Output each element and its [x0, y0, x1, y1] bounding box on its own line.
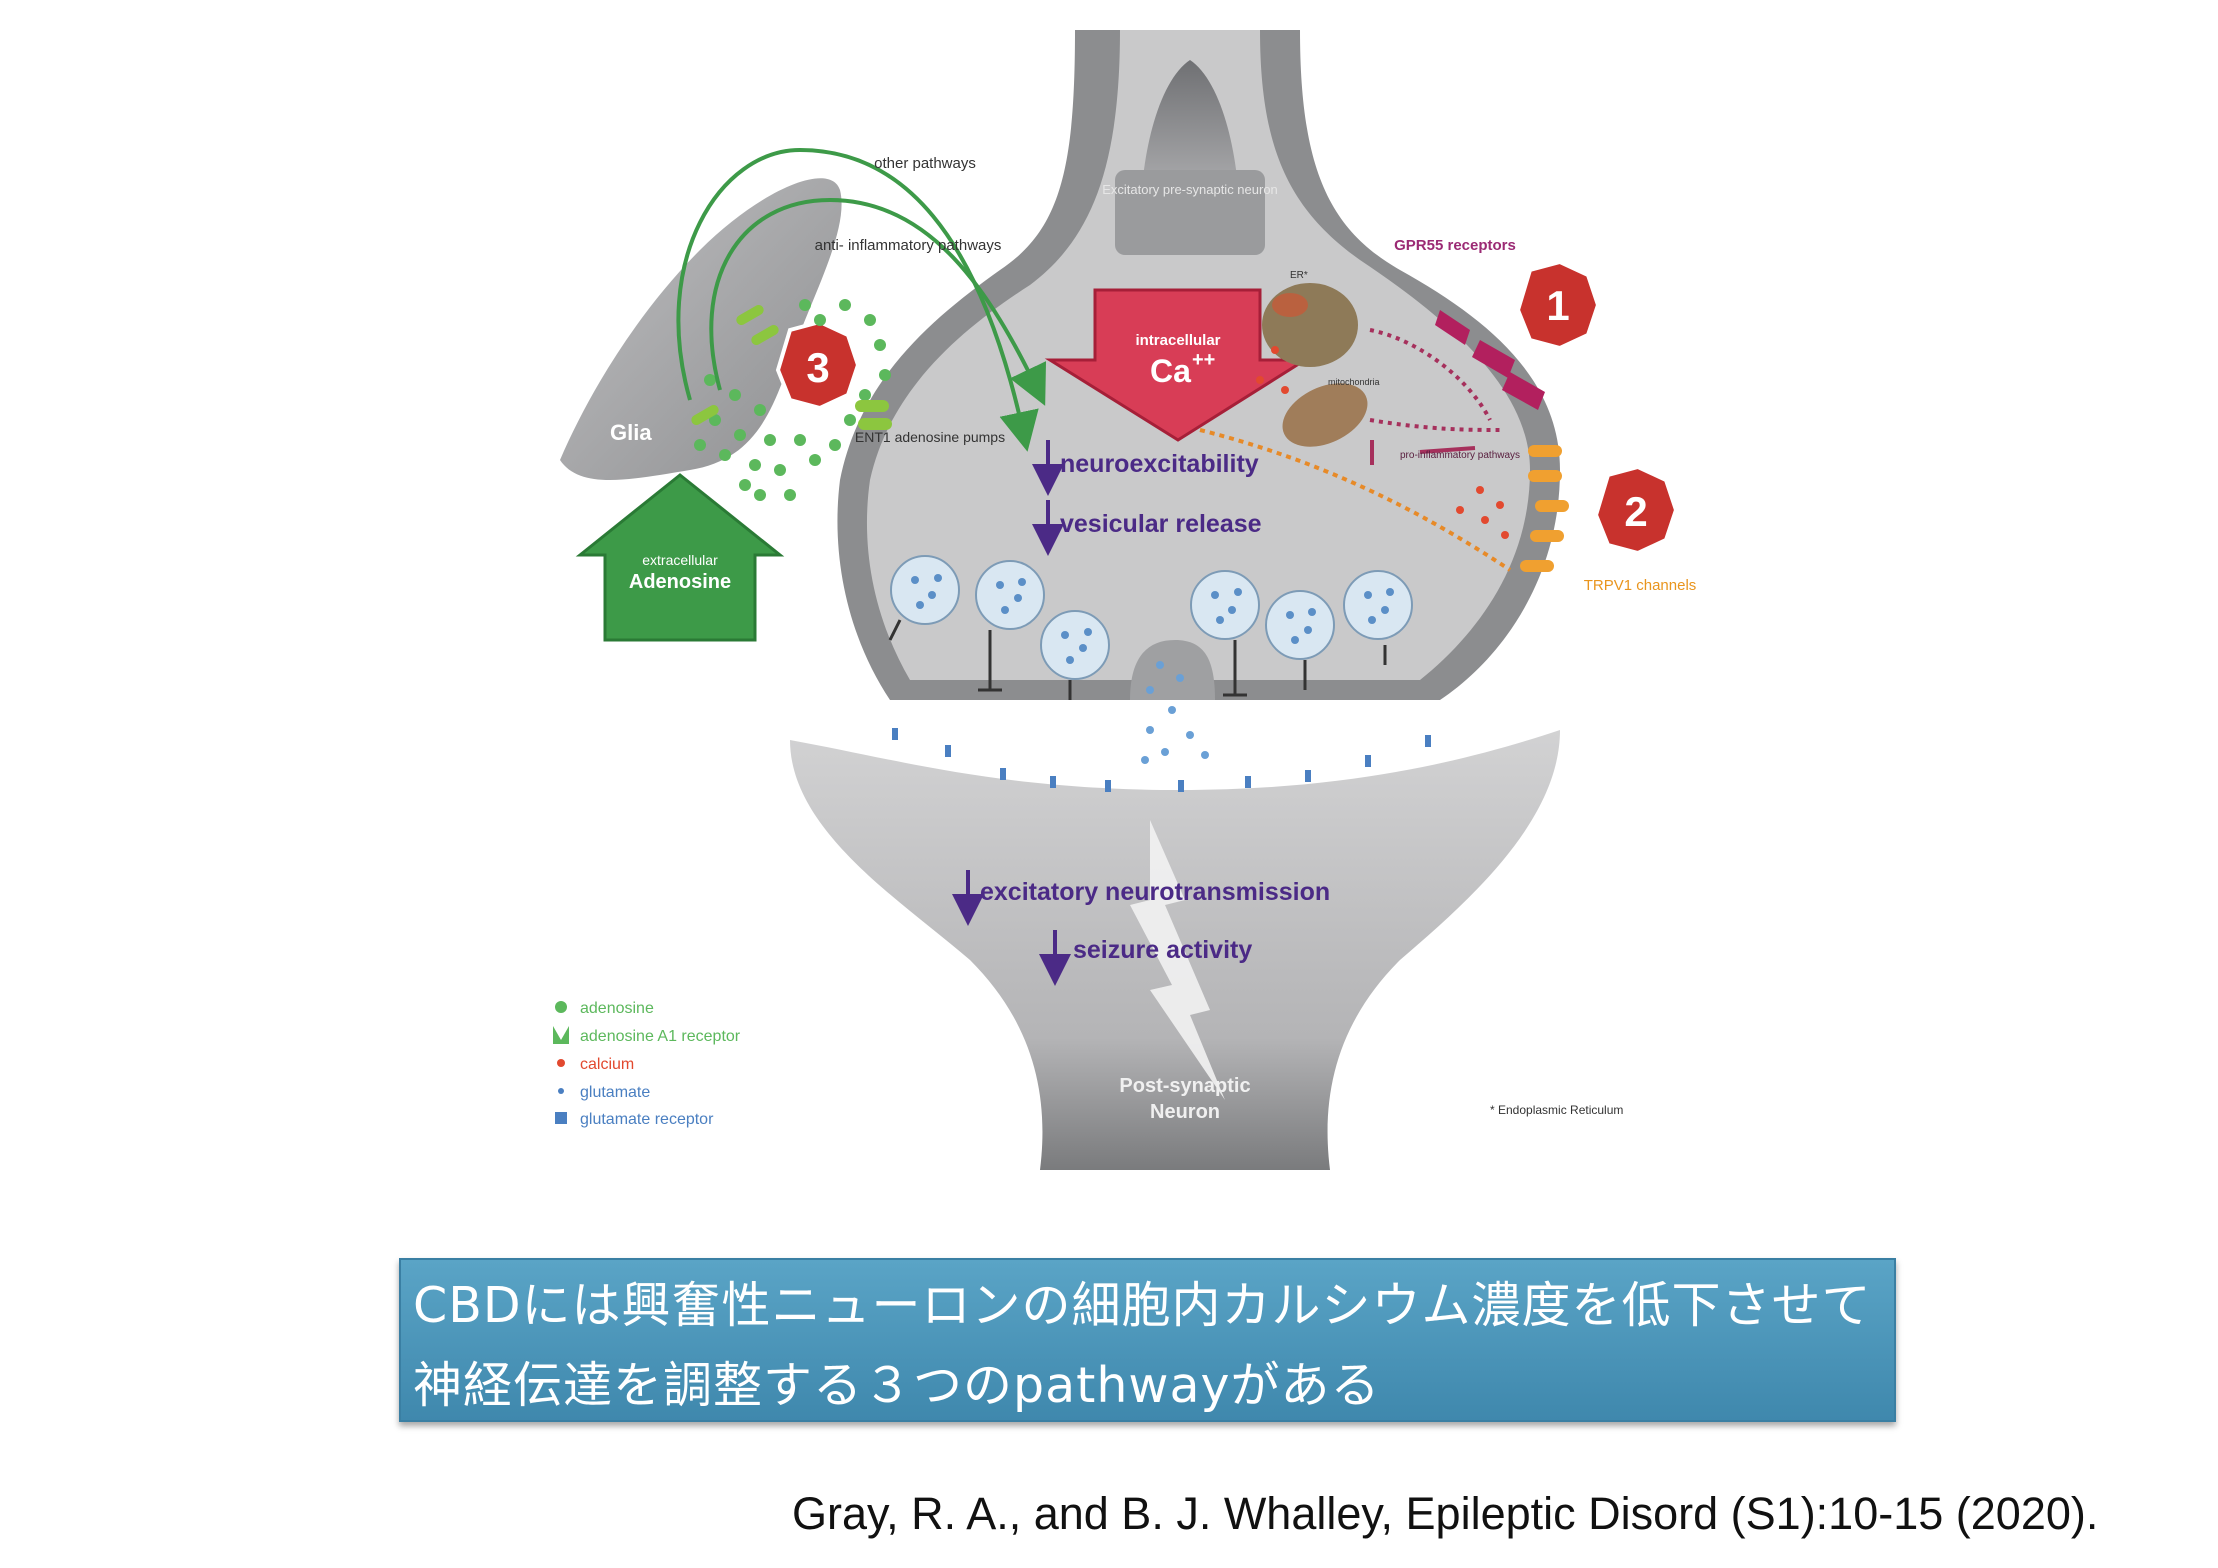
caption-line-2: 神経伝達を調整する３つのpathwayがある: [413, 1357, 1381, 1414]
legend: adenosine adenosine A1 receptor calcium …: [553, 1000, 741, 1128]
pathway-badge-2: 2: [1593, 464, 1679, 556]
synaptic-vesicles: [888, 555, 1413, 700]
release-site: [1130, 640, 1215, 700]
other-pathways-label: other pathways: [874, 155, 976, 172]
legend-a1-receptor-icon: [553, 1026, 569, 1044]
vesicle: [1265, 590, 1335, 690]
vesicle: [975, 560, 1045, 692]
gpr55-label: GPR55 receptors: [1394, 237, 1516, 254]
mitochondria-label: mitochondria: [1328, 377, 1380, 387]
pathway-badge-1: 1: [1515, 259, 1601, 351]
legend-glutamate-icon: [558, 1088, 564, 1094]
pathway-badge-3: 3: [775, 319, 861, 411]
adenosine-arrow-label: Adenosine: [629, 571, 731, 593]
citation: Gray, R. A., and B. J. Whalley, Epilepti…: [792, 1488, 2099, 1539]
glia-label: Glia: [610, 420, 652, 445]
proinflammatory-label: pro-inflammatory pathways: [1400, 450, 1520, 461]
badge-2-label: 2: [1624, 488, 1647, 535]
effect-labels: neuroexcitability vesicular release exci…: [952, 440, 1330, 986]
badge-3-label: 3: [806, 344, 829, 391]
badge-1-label: 1: [1546, 282, 1569, 329]
extracellular-label: extracellular: [642, 552, 718, 568]
ca-label: Ca: [1150, 353, 1191, 389]
intracellular-label: intracellular: [1135, 332, 1220, 349]
ca-superscript: ++: [1192, 349, 1215, 371]
gpr55-receptors: GPR55 receptors: [1394, 237, 1545, 410]
vesicle: [888, 555, 960, 641]
vesicle: [1343, 570, 1413, 665]
post-synaptic-label: Post-synaptic: [1119, 1075, 1250, 1097]
glutamate-receptors: [892, 728, 1431, 792]
pathway-arrows: other pathways anti- inflammatory pathwa…: [676, 147, 1047, 452]
glutamate-release: [1141, 661, 1209, 764]
er-label: ER*: [1290, 270, 1308, 281]
seizure-activity-label: seizure activity: [1073, 936, 1252, 964]
adenosine-a1-receptors: [691, 305, 779, 425]
legend-glutamate: glutamate: [580, 1084, 650, 1101]
presynaptic-title: Excitatory pre-synaptic neuron: [1102, 182, 1278, 197]
vesicle: [1040, 610, 1110, 700]
trpv1-channels: TRPV1 channels: [1520, 445, 1696, 594]
calcium-ions: [1256, 346, 1509, 539]
legend-calcium-icon: [557, 1059, 565, 1067]
anti-inflammatory-label: anti- inflammatory pathways: [815, 237, 1002, 254]
excitatory-neuro-label: excitatory neurotransmission: [980, 878, 1330, 906]
glia-cell: Glia: [560, 178, 842, 480]
caption-box: CBDには興奮性ニューロンの細胞内カルシウム濃度を低下させて 神経伝達を調整する…: [399, 1258, 1896, 1422]
legend-a1-receptor: adenosine A1 receptor: [580, 1028, 741, 1045]
organelles: ER* mitochondria pro-inflammatory pathwa…: [1262, 270, 1520, 465]
vesicle: [1190, 570, 1260, 697]
legend-glutamate-receptor: glutamate receptor: [580, 1111, 714, 1128]
ent1-label: ENT1 adenosine pumps: [855, 429, 1005, 445]
legend-glutamate-receptor-icon: [555, 1112, 567, 1124]
extracellular-adenosine-arrow: extracellular Adenosine: [575, 473, 785, 642]
caption-line-1: CBDには興奮性ニューロンの細胞内カルシウム濃度を低下させて: [413, 1277, 1872, 1334]
ent1-pumps: ENT1 adenosine pumps: [855, 400, 1005, 445]
trpv1-label: TRPV1 channels: [1584, 577, 1697, 594]
neuroexcitability-label: neuroexcitability: [1060, 450, 1259, 478]
footnote: * Endoplasmic Reticulum: [1490, 1103, 1623, 1117]
postsynaptic-neuron: Post-synaptic Neuron: [790, 730, 1560, 1170]
intracellular-ca-arrow: intracellular Ca ++: [1044, 288, 1311, 442]
adenosine-cloud: [694, 299, 891, 501]
legend-adenosine: adenosine: [580, 1000, 654, 1017]
vesicular-release-label: vesicular release: [1060, 510, 1262, 538]
legend-calcium: calcium: [580, 1056, 634, 1073]
legend-adenosine-icon: [555, 1001, 567, 1013]
neuron-label: Neuron: [1150, 1101, 1220, 1123]
